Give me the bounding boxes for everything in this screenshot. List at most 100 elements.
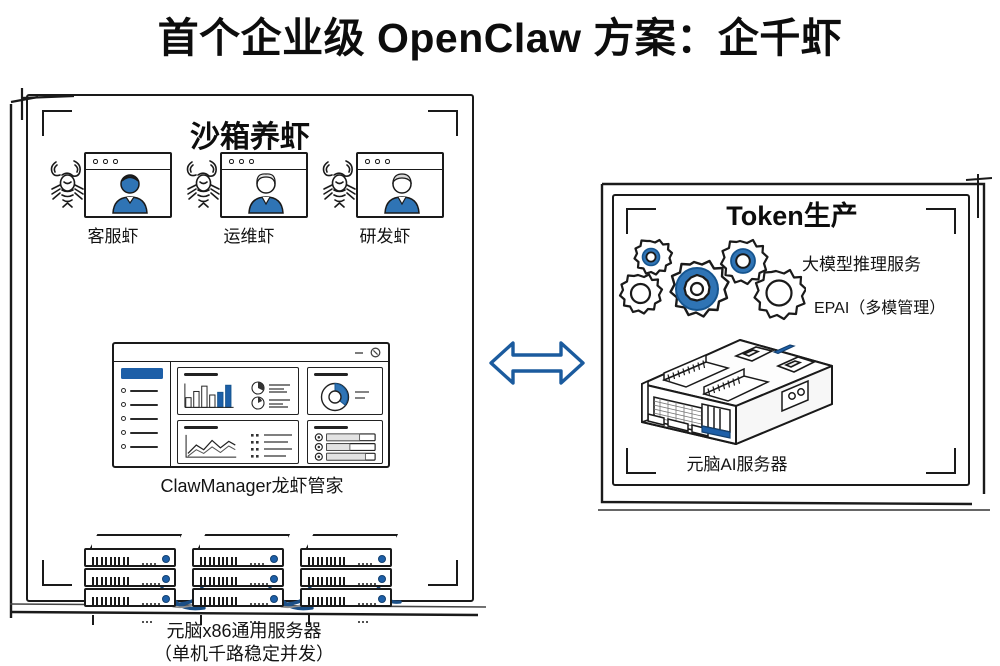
window-dot-1 [93,159,98,164]
agent-window-3 [356,152,444,218]
donut-chart-card[interactable] [307,367,383,415]
rack-unit-2 [192,568,284,605]
epai-label: EPAI（多模管理） [814,300,946,317]
right-panel-border [612,194,970,486]
card-title-donut [314,373,348,376]
clawmanager-dashboard[interactable]: ClawManager龙虾管家 [112,342,390,496]
sidebar-bullet-icon [121,402,126,407]
donut-chart-icon [320,382,369,412]
page-title: 首个企业级 OpenClaw 方案：企千虾 [157,15,843,61]
vent-slots [92,554,134,585]
window-titlebar [86,154,170,170]
sidebar-bullet-icon [121,444,126,449]
minimize-icon[interactable] [354,348,364,358]
agent-window-2 [220,152,308,218]
agent-window-1 [84,152,172,218]
lobster-icon [186,160,220,208]
led-dots [358,574,380,604]
window-dot-1 [365,159,370,164]
avatar [384,173,420,214]
avatar [112,174,148,214]
gears-icon [618,238,806,321]
led-dots [358,594,380,624]
led-dots [142,554,164,566]
sidebar-active-item[interactable] [121,368,163,379]
sidebar-line [130,445,158,448]
vent-slots [308,594,350,625]
agents-row: 客服虾 [48,152,448,264]
ai-server-caption: 元脑AI服务器 [686,455,788,474]
power-indicator [270,575,278,583]
ai-server-icon [641,339,833,445]
rack-unit-2 [84,568,176,605]
left-frame-corner-tl [42,110,72,136]
vent-slots [200,554,242,585]
power-indicator [378,555,386,563]
power-indicator [378,595,386,603]
lobster-icon [322,160,356,208]
right-panel-outer-frame [598,174,992,511]
agent-label-3: 研发虾 [359,227,411,246]
left-panel-sandbox: 沙箱养虾 [8,84,492,664]
rack-top [306,534,398,548]
led-dots [142,594,164,624]
progress-rows-icon [314,433,376,461]
right-frame-corner-tr [926,208,956,234]
server-rack-2[interactable] [192,534,290,625]
sidebar-bullet-icon [121,416,126,421]
window-dot-1 [229,159,234,164]
led-dots [250,594,272,624]
rack-unit-1 [84,548,176,585]
agent-card-rnd[interactable]: 研发虾 [320,152,450,264]
led-dots [250,574,272,604]
agent-label-2: 运维虾 [223,227,275,246]
servers-caption-line2: （单机千路稳定并发） [154,644,334,664]
rack-top [198,534,290,548]
legend-list-icon [251,434,292,458]
led-dots [142,574,164,604]
server-rack-3[interactable] [300,534,398,625]
window-dot-3 [385,159,390,164]
agent-card-customer-service[interactable]: 客服虾 [48,152,178,264]
dashboard-sidebar [114,361,171,466]
dashboard-caption: ClawManager龙虾管家 [160,476,344,496]
left-frame-corner-br [428,560,458,586]
dashboard-titlebar [114,344,388,362]
diagram-page: 首个企业级 OpenClaw 方案：企千虾 沙箱养虾 [8,15,992,664]
power-indicator [162,595,170,603]
sidebar-bullet-icon [121,430,126,435]
power-indicator [378,575,386,583]
agent-label-1: 客服虾 [87,227,139,246]
left-frame-corner-tr [428,110,458,136]
rack-unit-3 [192,588,284,625]
x86-server-group: 元脑x86通用服务器 （单机千路稳定并发） [84,524,404,664]
rack-unit-2 [300,568,392,605]
window-dot-3 [249,159,254,164]
rack-unit-1 [192,548,284,585]
card-title-progress [314,426,348,429]
window-titlebar [358,154,442,170]
bar-chart-card[interactable] [177,367,299,415]
line-chart-card[interactable] [177,420,299,464]
right-frame-corner-tl [626,208,656,234]
close-icon[interactable] [370,347,381,358]
sidebar-line [130,417,158,420]
dashboard-window [112,342,390,468]
sidebar-line [130,389,158,392]
window-titlebar [222,154,306,170]
vent-slots [200,574,242,605]
inference-service-label: 大模型推理服务 [802,255,921,274]
power-indicator [162,555,170,563]
rack-unit-3 [300,588,392,625]
servers-caption-line1: 元脑x86通用服务器 [166,621,322,641]
server-rack-1[interactable] [84,534,182,625]
servers-caption: 元脑x86通用服务器 （单机千路稳定并发） [64,620,424,666]
lobster-icon [50,160,84,208]
sidebar-bullet-icon [121,388,126,393]
left-panel-title: 沙箱养虾 [190,121,310,154]
bar-chart-icon [184,383,234,408]
right-panel-token-production: Token生产 [592,172,992,512]
agent-card-operations[interactable]: 运维虾 [184,152,314,264]
rack-unit-3 [84,588,176,625]
progress-list-card[interactable] [307,420,383,464]
